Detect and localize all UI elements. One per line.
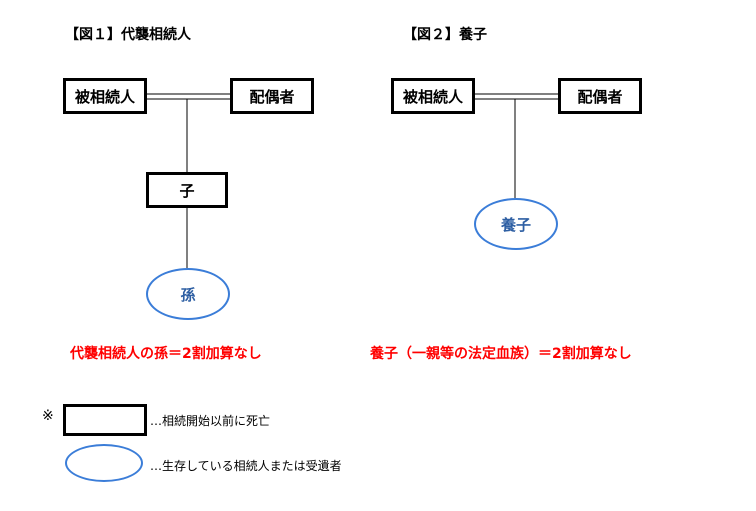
fig1-decedent-label: 被相続人 [74,87,135,106]
fig1-spouse-label: 配偶者 [249,87,295,106]
fig2-decedent-label: 被相続人 [402,87,463,106]
fig1-grandchild-ellipse: 孫 [146,268,230,320]
fig1-title: 【図１】代襲相続人 [65,27,191,43]
fig2-spouse-label: 配偶者 [577,87,623,106]
fig1-grandchild-label: 孫 [180,285,196,304]
fig1-caption: 代襲相続人の孫＝2割加算なし [70,346,262,362]
fig2-title: 【図２】養子 [403,27,487,43]
fig2-adopted-child-ellipse: 養子 [474,198,558,250]
fig2-decedent-box: 被相続人 [391,78,475,114]
fig1-child-box: 子 [146,172,228,208]
legend-box-text: …相続開始以前に死亡 [150,414,271,428]
fig1-decedent-box: 被相続人 [63,78,147,114]
fig1-child-label: 子 [179,181,195,200]
fig1-spouse-box: 配偶者 [230,78,314,114]
fig2-caption: 養子（一親等の法定血族）＝2割加算なし [370,346,632,362]
legend-ellipse-swatch [65,444,143,482]
legend-note-mark: ※ [42,408,54,424]
fig2-spouse-box: 配偶者 [558,78,642,114]
fig2-adopted-child-label: 養子 [500,215,531,234]
legend-box-swatch [63,404,147,436]
legend-ellipse-text: …生存している相続人または受遺者 [150,459,342,473]
